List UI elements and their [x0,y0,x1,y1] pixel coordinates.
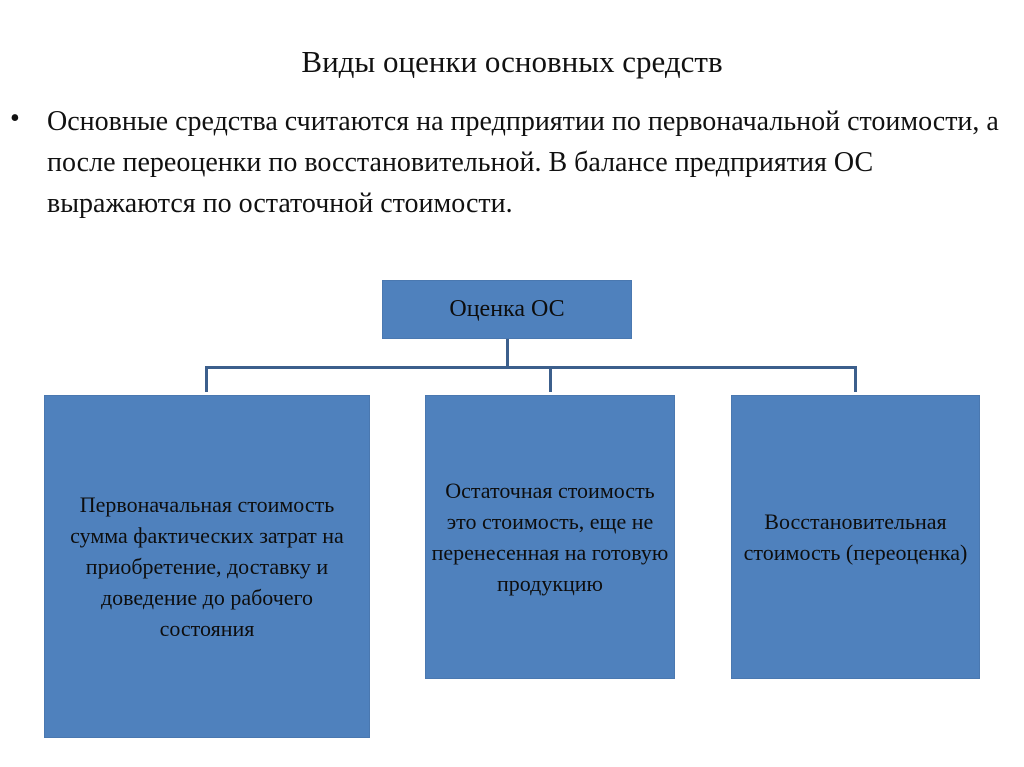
connector-horizontal [205,366,857,369]
root-node-label: Оценка ОС [449,296,565,322]
bullet-marker: • [10,103,20,134]
child-node-label: Первоначальная стоимость сумма фактическ… [70,492,344,641]
slide-title: Виды оценки основных средств [301,44,723,79]
connector-middle [549,366,552,392]
bullet-text: Основные средства считаются на предприят… [47,106,999,219]
connector-right [854,366,857,392]
child-node-replacement-cost: Восстановительная стоимость (переоценка) [731,395,980,679]
root-node: Оценка ОС [382,280,632,339]
child-node-initial-cost: Первоначальная стоимость сумма фактическ… [44,395,370,738]
connector-root [506,339,509,368]
child-node-residual-cost: Остаточная стоимость это стоимость, еще … [425,395,675,679]
connector-left [205,366,208,392]
child-node-label: Остаточная стоимость это стоимость, еще … [431,478,669,596]
child-node-label: Восстановительная стоимость (переоценка) [743,509,968,565]
